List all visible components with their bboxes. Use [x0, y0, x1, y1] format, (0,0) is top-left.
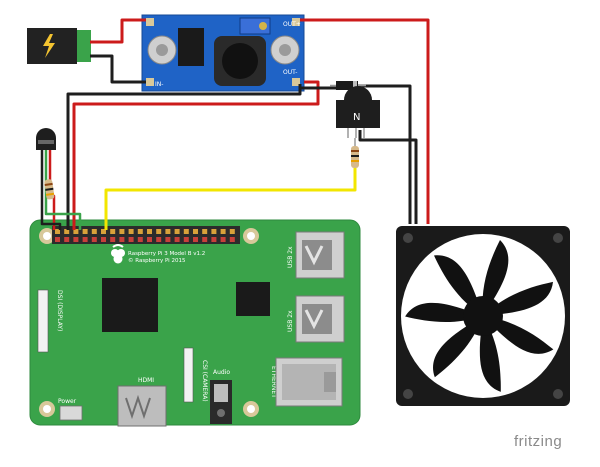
transistor-label: N [353, 112, 360, 123]
wire-black-jack-in [90, 54, 146, 84]
lightning-icon [43, 34, 55, 58]
transistor: N [336, 86, 380, 138]
gpio-pin [165, 229, 171, 234]
lan-chip [236, 282, 270, 316]
wire-red-out-fan [300, 18, 430, 224]
gpio-pin [64, 237, 70, 242]
csi-connector [183, 347, 194, 403]
gpio-pin [165, 237, 171, 242]
gpio-pin [91, 229, 97, 234]
hdmi-label: HDMI [138, 377, 154, 384]
gpio-pin [202, 237, 208, 242]
gpio-pin [174, 229, 180, 234]
gpio-pin [101, 229, 106, 234]
wire-black-sensor [40, 150, 62, 230]
power-port [59, 405, 83, 421]
gpio-pin [193, 229, 198, 234]
fritzing-watermark: fritzing [514, 433, 562, 450]
audio-label: Audio [213, 369, 230, 376]
dsi-connector [37, 289, 49, 353]
gpio-pin [229, 229, 235, 234]
regulator-ic [178, 28, 204, 66]
ethernet-label: ETHERNET [270, 366, 277, 398]
gpio-pin [211, 229, 217, 234]
gpio-pin [193, 237, 198, 242]
gpio-pin [147, 237, 152, 242]
csi-label: CSI (CAMERA) [201, 360, 208, 402]
gpio-pin [147, 229, 152, 234]
gpio-pin [119, 229, 125, 234]
gpio-pin [128, 229, 134, 234]
gpio-pin [64, 229, 70, 234]
soc-chip [102, 278, 158, 332]
gpio-pin [73, 237, 79, 242]
diode [330, 81, 366, 90]
potentiometer [239, 17, 271, 35]
gpio-pin [110, 237, 116, 242]
gpio-pin [110, 229, 116, 234]
cooling-fan [396, 226, 570, 406]
gpio-pin [183, 229, 189, 234]
module-out-minus-label: OUT- [283, 69, 297, 76]
buck-converter-module: IN- OUT+ OUT- [141, 14, 305, 92]
wire-red-jack-in [90, 18, 146, 44]
gpio-pin [55, 237, 60, 242]
raspberry-logo-icon [111, 244, 125, 264]
gpio-pin [174, 237, 180, 242]
gpio-pin [156, 237, 162, 242]
gpio-pin [119, 237, 125, 242]
gpio-pin [101, 237, 106, 242]
gpio-pin [211, 237, 217, 242]
gpio-pin [137, 237, 143, 242]
raspberry-pi-board: Raspberry Pi 3 Model B v1.2 © Raspberry … [29, 219, 361, 427]
usb-label-1: USB 2x [287, 246, 294, 268]
wire-red-out-pi [72, 80, 320, 230]
gpio-pin [55, 229, 60, 234]
gpio-header [52, 226, 240, 244]
wire-yellow-gpio [104, 168, 357, 230]
module-out-label: OUT+ [283, 21, 301, 28]
usb-label-2: USB 2x [287, 310, 294, 332]
gpio-pin [128, 237, 134, 242]
dc-power-jack [27, 28, 91, 64]
gpio-pin [229, 237, 235, 242]
gpio-pin [220, 237, 226, 242]
gpio-pin [202, 229, 208, 234]
temperature-sensor [36, 128, 56, 150]
gpio-pin [156, 229, 162, 234]
gpio-pin [82, 229, 88, 234]
gpio-pin [73, 229, 79, 234]
gpio-pin [183, 237, 189, 242]
gpio-pin [82, 237, 88, 242]
wire-black-out-gnd [66, 84, 302, 230]
gpio-pin [220, 229, 226, 234]
gpio-pin [137, 229, 143, 234]
pi-copyright-text: © Raspberry Pi 2015 [128, 257, 186, 264]
resistor-gate [351, 138, 359, 168]
hdmi-port [117, 385, 167, 427]
power-label: Power [58, 398, 77, 405]
module-in-label: IN- [155, 81, 163, 88]
gpio-pin [91, 237, 97, 242]
resistor-sensor [44, 179, 55, 200]
pi-model-text: Raspberry Pi 3 Model B v1.2 [128, 251, 205, 257]
dsi-label: DSI (DISPLAY) [56, 290, 63, 331]
wire-black-transistor-fan [358, 130, 418, 224]
